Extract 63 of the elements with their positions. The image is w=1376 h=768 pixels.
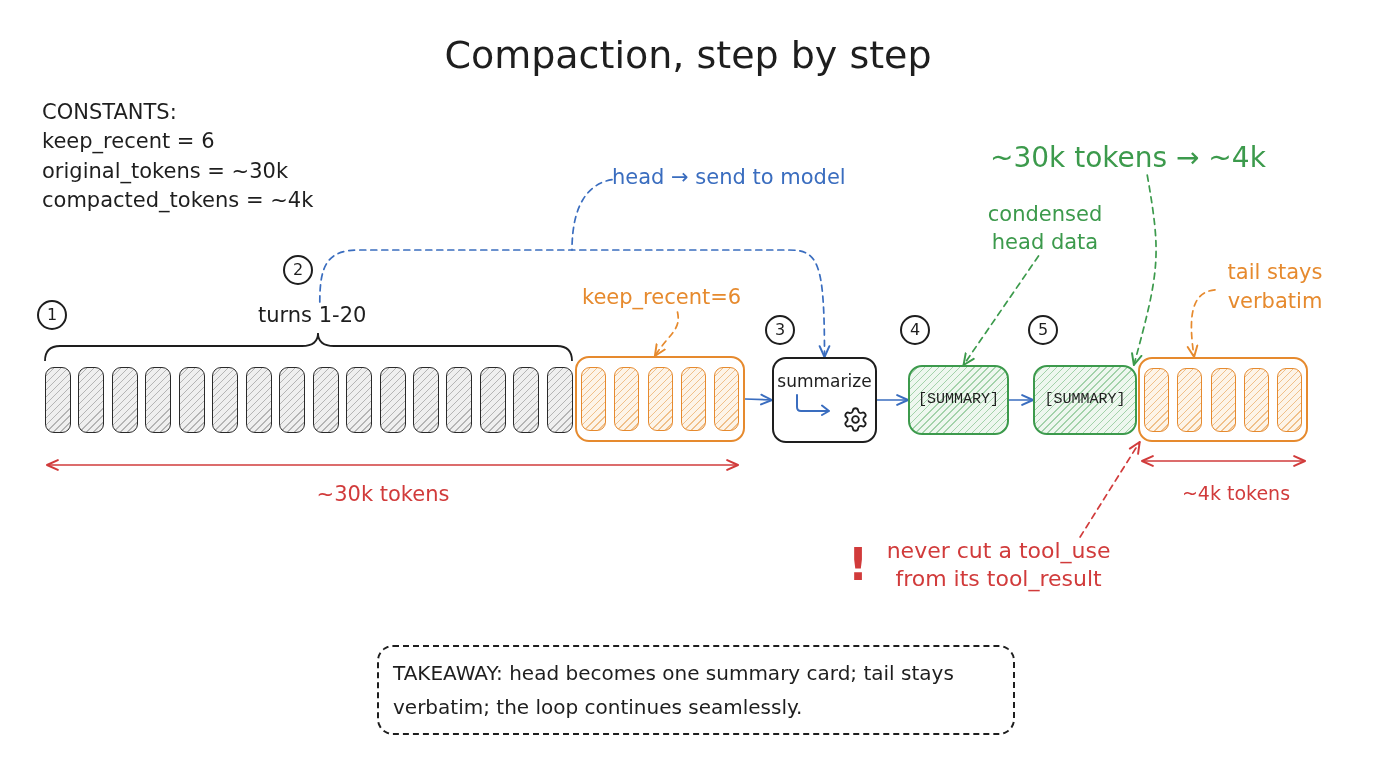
- token-cell: [614, 367, 640, 431]
- warning-note: never cut a tool_use from its tool_result: [885, 537, 1112, 593]
- annotation-text: ~30k tokens → ~4k: [990, 141, 1266, 175]
- dashed-arrow: [1131, 174, 1157, 366]
- annotation-text: condensed head data: [980, 200, 1110, 256]
- turn-group: [575, 356, 745, 442]
- token-cell: [446, 367, 473, 433]
- annotation-text: head → send to model: [612, 164, 846, 190]
- token-cell: [279, 367, 306, 433]
- token-cell: [680, 367, 706, 431]
- token-cell: [346, 367, 373, 433]
- token-cell: [546, 367, 573, 433]
- token-cell: [513, 367, 540, 433]
- callout-number: 1: [37, 300, 67, 330]
- turn-group: [1138, 357, 1308, 442]
- dimension-label: ~4k tokens: [1181, 481, 1291, 505]
- callout-number: 2: [283, 255, 313, 285]
- token-cell: [145, 367, 172, 433]
- token-cell: [212, 367, 239, 433]
- token-cell: [580, 367, 606, 431]
- dashed-arrow: [318, 249, 831, 358]
- title: Compaction, step by step: [444, 32, 932, 78]
- callout-number: 3: [765, 315, 795, 345]
- dimension-label: ~30k tokens: [316, 481, 450, 507]
- token-cell: [1210, 367, 1236, 432]
- takeaway-box: TAKEAWAY: head becomes one summary card; tail stays verbatim; the loop continues seamlessly.: [377, 645, 1015, 735]
- token-cell: [479, 367, 506, 433]
- token-cell: [312, 367, 339, 433]
- dashed-arrow: [1079, 441, 1141, 538]
- token-cell: [45, 367, 71, 433]
- token-cell: [1177, 367, 1203, 432]
- token-cell: [412, 367, 439, 433]
- dashed-arrow: [962, 255, 1040, 366]
- summary-card: [SUMMARY]: [908, 365, 1009, 435]
- constant-definition: keep_recent = 6: [42, 128, 215, 154]
- annotation-text: keep_recent=6: [582, 283, 742, 312]
- callout-number: 4: [900, 315, 930, 345]
- token-cell: [178, 367, 205, 433]
- summary-card: [SUMMARY]: [1033, 365, 1137, 435]
- annotation-text: turns 1-20: [258, 302, 367, 328]
- token-cell: [245, 367, 272, 433]
- token-cell: [1277, 367, 1303, 432]
- token-cell: [78, 367, 105, 433]
- constant-definition: compacted_tokens = ~4k: [42, 187, 314, 213]
- warning-mark: !: [848, 543, 869, 587]
- constant-definition: original_tokens = ~30k: [42, 158, 289, 184]
- constants-heading: CONSTANTS:: [42, 99, 177, 125]
- arrow: [1008, 394, 1034, 406]
- token-cell: [379, 367, 406, 433]
- token-cell: [647, 367, 673, 431]
- arrow: [744, 393, 773, 406]
- callout-number: 5: [1028, 315, 1058, 345]
- token-cell: [1143, 367, 1169, 432]
- token-cell: [111, 367, 138, 433]
- arrow: [876, 394, 909, 406]
- process-label: summarize: [777, 370, 872, 392]
- token-cell: [1243, 367, 1269, 432]
- dashed-arrow: [653, 311, 679, 357]
- dashed-arrow: [1186, 289, 1216, 358]
- token-cell: [714, 367, 740, 431]
- process-box: [772, 357, 877, 443]
- annotation-text: tail stays verbatim: [1215, 258, 1335, 316]
- leader-line: [571, 178, 613, 251]
